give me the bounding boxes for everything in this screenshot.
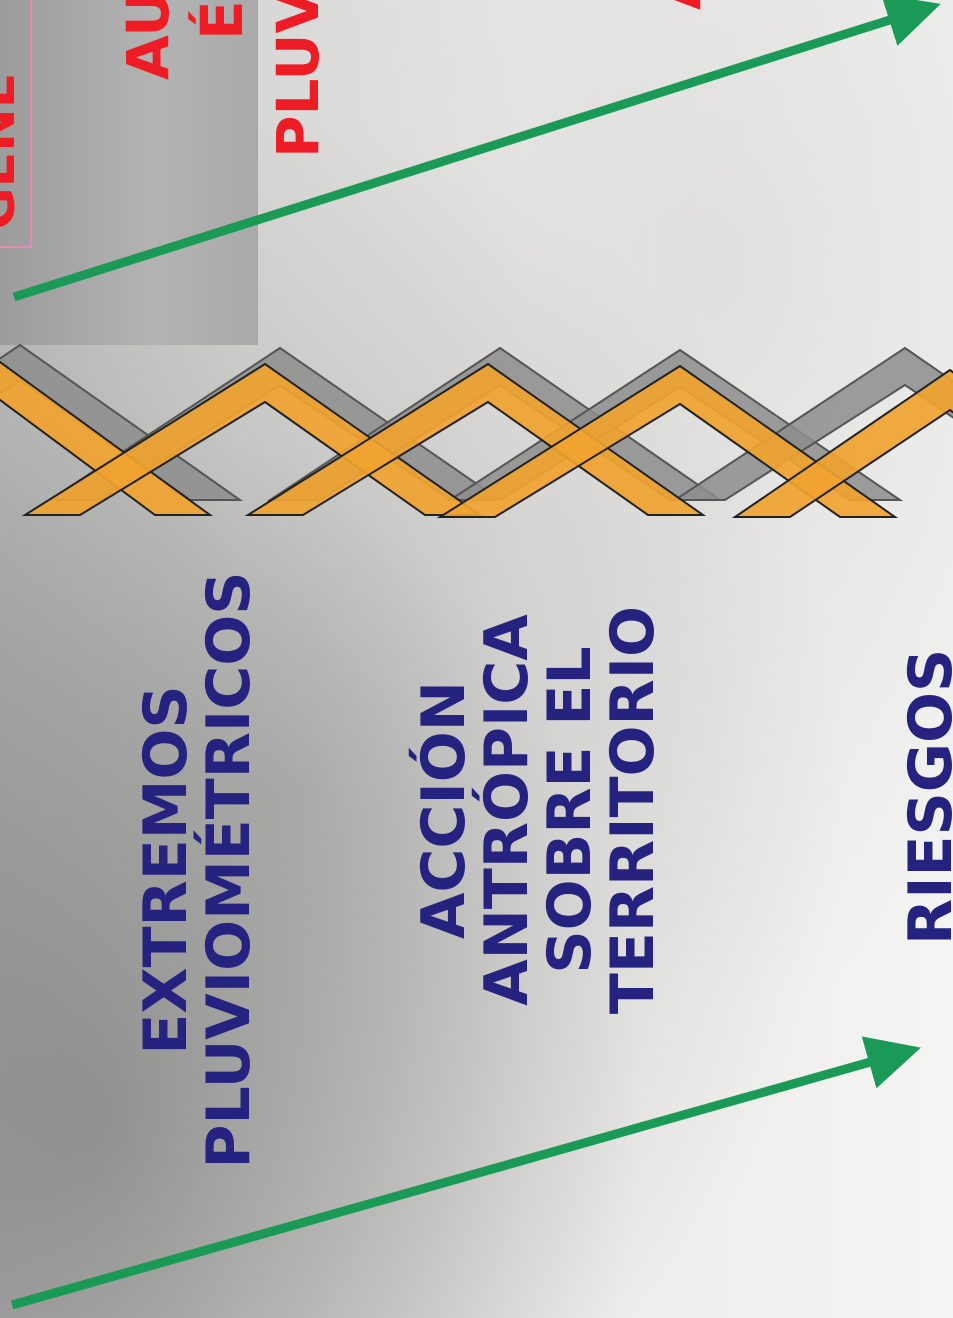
riesgos-label: RIESGOS (900, 645, 953, 945)
extremos-line-1: EXTREMOS (135, 570, 198, 1170)
block-extremos: EXTREMOS PLUVIOMÉTRICOS (135, 570, 261, 1170)
extremos-line-2: PLUVIOMÉTRICOS (198, 570, 261, 1170)
block-riesgos: RIESGOS (900, 645, 953, 945)
accion-line-1: ACCIÓN (413, 595, 476, 1025)
accion-line-4: TERRITORIO (602, 595, 665, 1025)
accion-line-3: SOBRE EL (539, 595, 602, 1025)
arrow-top (14, 12, 915, 297)
accion-line-2: ANTRÓPICA (476, 595, 539, 1025)
block-accion-antropica: ACCIÓN ANTRÓPICA SOBRE EL TERRITORIO (413, 595, 665, 1025)
